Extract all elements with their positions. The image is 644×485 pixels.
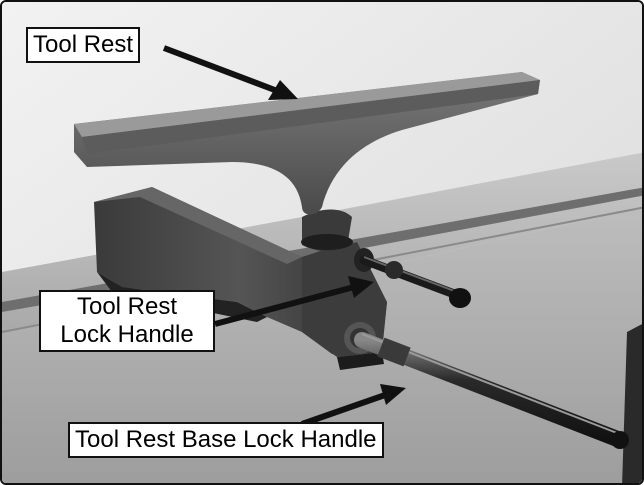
tool-rest-lock-handle-shape	[354, 248, 471, 308]
label-tool-rest-lock-handle-line2: Lock Handle	[60, 321, 194, 348]
arrow-base-lock	[301, 391, 389, 427]
label-tool-rest-lock-handle-line1: Tool Rest	[76, 293, 178, 320]
label-tool-rest-lock-handle: Tool Rest Lock Handle	[39, 290, 215, 352]
leader-arrows	[162, 45, 406, 427]
label-tool-rest-base-lock-handle: Tool Rest Base Lock Handle	[68, 422, 384, 458]
label-tool-rest-text: Tool Rest	[33, 31, 134, 58]
arrow-lock-handle	[214, 284, 355, 327]
base-lock-handle-shape	[344, 322, 629, 449]
label-tool-rest-base-lock-handle-text: Tool Rest Base Lock Handle	[75, 426, 377, 453]
arrow-tool-rest	[162, 45, 282, 95]
label-tool-rest: Tool Rest	[26, 27, 141, 63]
